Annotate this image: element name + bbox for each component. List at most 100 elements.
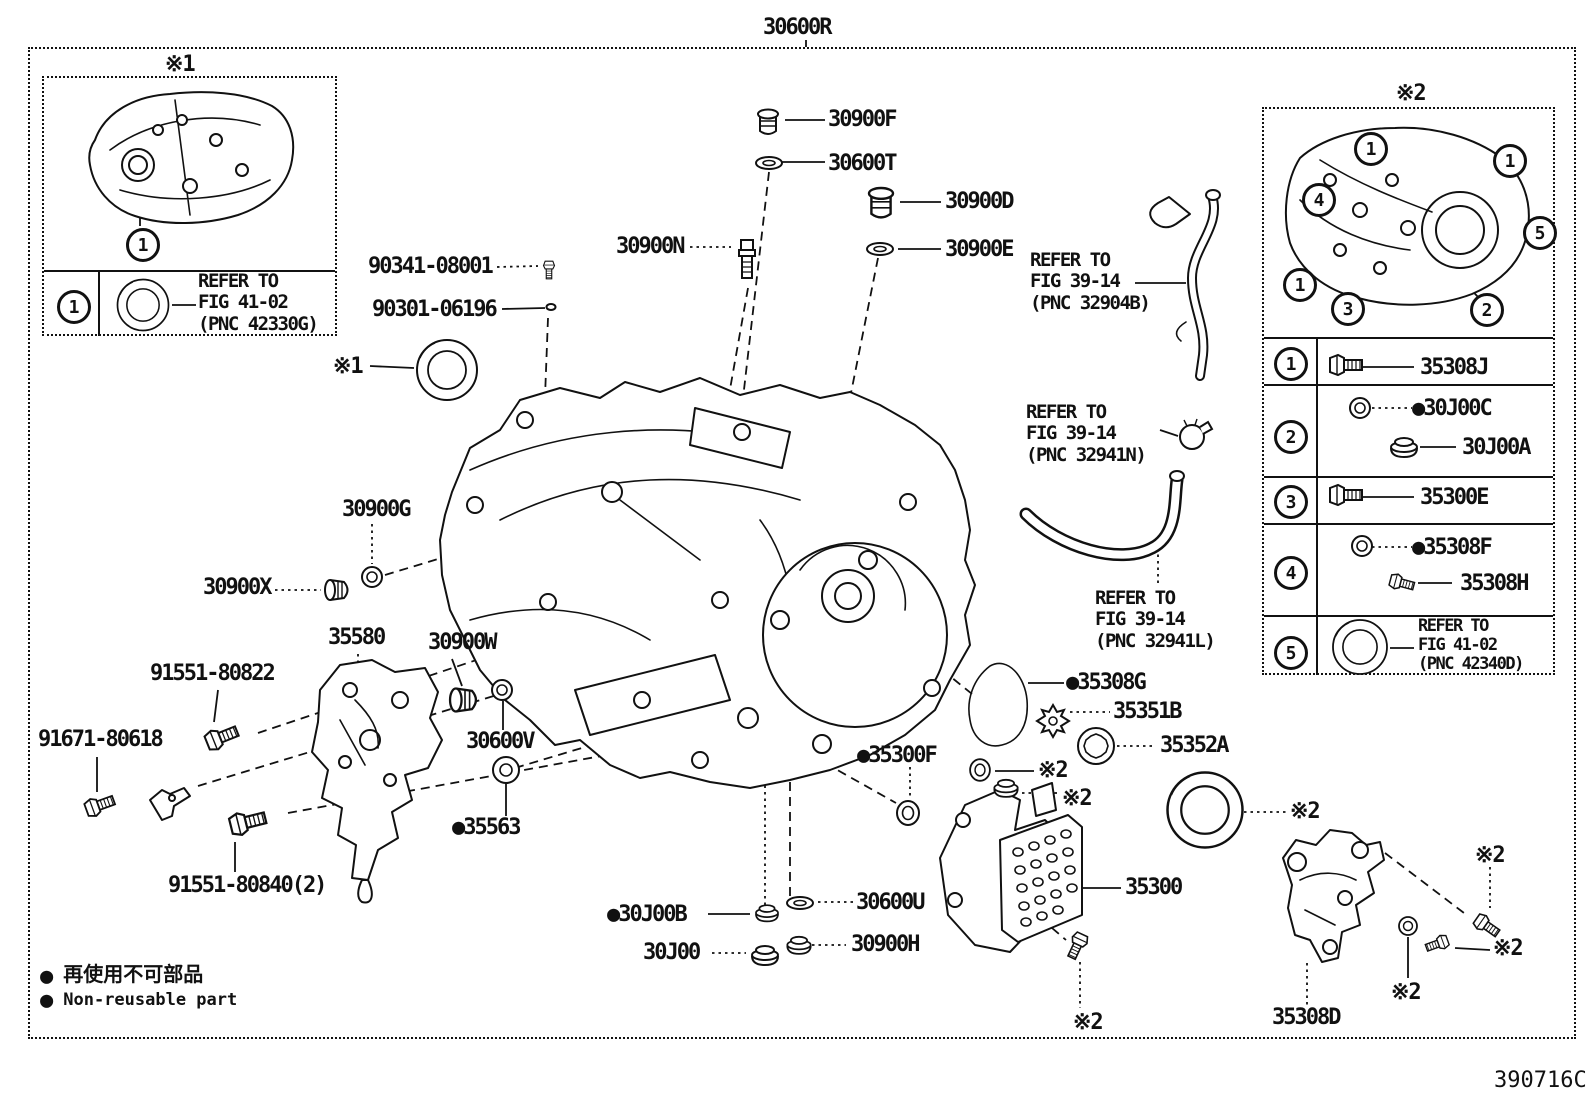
bolt-icon — [202, 720, 242, 754]
legend-en: ●Non-reusable part — [40, 988, 238, 1013]
part-label-30600t: 30600T — [828, 151, 897, 176]
part-label-30900w: 30900W — [428, 630, 497, 655]
hose-clamp-drawing — [1179, 418, 1213, 450]
inset2-row5-num: 5 — [1274, 636, 1308, 670]
x2-mark-bracket-ring: ※2 — [1391, 980, 1422, 1005]
o-ring-icon — [1351, 535, 1373, 557]
oil-pump-drawing — [311, 659, 443, 904]
bolt-icon — [1329, 484, 1363, 506]
part-label-35580: 35580 — [328, 625, 386, 650]
inset2-callout-1a: 1 — [1354, 132, 1388, 166]
oil-seal-icon — [416, 339, 478, 401]
inset2-table-top — [1264, 337, 1553, 339]
inset1-mark: ※1 — [165, 52, 196, 77]
part-label-30900h: 30900H — [851, 932, 920, 957]
bracket-drawing — [1282, 829, 1385, 963]
part-label-91551-80840: 91551-80840(2) — [168, 873, 327, 898]
o-ring-icon — [491, 679, 513, 701]
inset1-box — [42, 76, 337, 336]
inset2-box — [1262, 107, 1555, 675]
inset2-row1-num: 1 — [1274, 347, 1308, 381]
part-label-35308g: ●35308G — [1066, 670, 1147, 695]
non-reusable-bullet-icon: ● — [40, 988, 54, 1013]
part-label-91551-80822: 91551-80822 — [150, 661, 276, 686]
stud-icon — [738, 239, 756, 279]
legend-jp: ●再使用不可部品 — [40, 962, 204, 989]
part-label-35563: ●35563 — [452, 815, 521, 840]
inset2-row-sep2 — [1264, 476, 1553, 478]
part-label-90301-06196: 90301-06196 — [372, 297, 498, 322]
inset1-legend-callout: 1 — [57, 290, 91, 324]
x2-mark-cooler-bolt: ※2 — [1073, 1010, 1104, 1035]
part-label-35352a: 35352A — [1160, 733, 1229, 758]
o-ring-icon — [361, 566, 383, 588]
inset1-drawing-callout: 1 — [126, 228, 160, 262]
plug-icon — [786, 935, 812, 955]
table-label-35308f: ●35308F — [1412, 535, 1493, 560]
bolt-icon — [227, 805, 269, 839]
part-label-35300f: ●35300F — [857, 743, 938, 768]
water-hose-drawing — [1019, 470, 1185, 562]
table-label-30j00a: 30J00A — [1462, 435, 1531, 460]
part-label-30900n: 30900N — [616, 234, 685, 259]
spline-ring-icon — [1077, 727, 1115, 765]
plug-icon — [751, 945, 779, 966]
gasket-drawing — [968, 662, 1028, 747]
o-ring-icon — [1398, 916, 1418, 936]
oil-seal-icon — [116, 278, 170, 332]
oil-cooler-tube-drawing — [1149, 189, 1221, 381]
part-label-30900x: 30900X — [203, 575, 272, 600]
inset2-row2-num: 2 — [1274, 420, 1308, 454]
part-label-30900e: 30900E — [945, 237, 1014, 262]
plug-icon — [993, 778, 1019, 798]
inset2-callout-2: 2 — [1470, 293, 1504, 327]
inset1-legend-vdivider — [98, 270, 100, 336]
part-label-30900d: 30900D — [945, 189, 1014, 214]
bolt-icon — [1329, 354, 1363, 376]
non-reusable-bullet-icon: ● — [40, 964, 54, 989]
plug-icon — [324, 579, 349, 601]
bolt-icon — [1423, 932, 1451, 956]
inset2-ref-block: REFER TO FIG 41-02 (PNC 42340D) — [1418, 616, 1524, 675]
plug-icon — [448, 687, 478, 713]
inset2-row-sep1 — [1264, 384, 1553, 386]
x2-mark-seal: ※2 — [1038, 758, 1069, 783]
plug-icon — [867, 186, 895, 219]
inset2-row-sep4 — [1264, 615, 1553, 617]
ref-block-32941n: REFER TO FIG 39-14 (PNC 32941N) — [1026, 401, 1147, 466]
inset2-callout-3: 3 — [1331, 292, 1365, 326]
ref-block-32904b: REFER TO FIG 39-14 (PNC 32904B) — [1030, 249, 1151, 314]
inset2-callout-5: 5 — [1523, 216, 1557, 250]
part-label-91671-80618: 91671-80618 — [38, 727, 164, 752]
inset2-callout-1b: 1 — [1493, 144, 1527, 178]
pin-icon — [545, 303, 557, 311]
figure-number: 390716C — [1494, 1068, 1587, 1093]
o-ring-icon — [1349, 397, 1371, 419]
inset2-row3-num: 3 — [1274, 485, 1308, 519]
table-label-30j00c: ●30J00C — [1412, 396, 1493, 421]
x2-mark-big-seal: ※2 — [1290, 799, 1321, 824]
ref-block-32941l: REFER TO FIG 39-14 (PNC 32941L) — [1095, 587, 1216, 652]
part-label-35351b: 35351B — [1113, 699, 1182, 724]
o-ring-icon — [786, 896, 814, 910]
bolt-icon — [1387, 571, 1417, 595]
inset2-mark: ※2 — [1396, 81, 1427, 106]
lever-fork-icon — [149, 787, 191, 821]
inset2-col-divider — [1316, 337, 1318, 675]
inset2-callout-1c: 1 — [1283, 268, 1317, 302]
seal-ring-icon — [969, 758, 991, 782]
inset1-legend-divider — [44, 270, 335, 272]
table-label-35308j: 35308J — [1420, 355, 1489, 380]
plug-icon — [757, 108, 779, 135]
plug-icon — [1390, 437, 1418, 458]
oil-seal-icon — [1166, 771, 1244, 849]
page-title: 30600R — [763, 15, 832, 40]
part-label-30900g: 30900G — [342, 497, 411, 522]
x2-mark-plug: ※2 — [1062, 786, 1093, 811]
part-label-30600u: 30600U — [856, 890, 925, 915]
oil-cooler-drawing — [939, 782, 1083, 953]
inset2-row4-num: 4 — [1274, 556, 1308, 590]
lock-washer-icon — [1036, 704, 1070, 738]
diagram-outer-border — [28, 47, 1576, 1039]
